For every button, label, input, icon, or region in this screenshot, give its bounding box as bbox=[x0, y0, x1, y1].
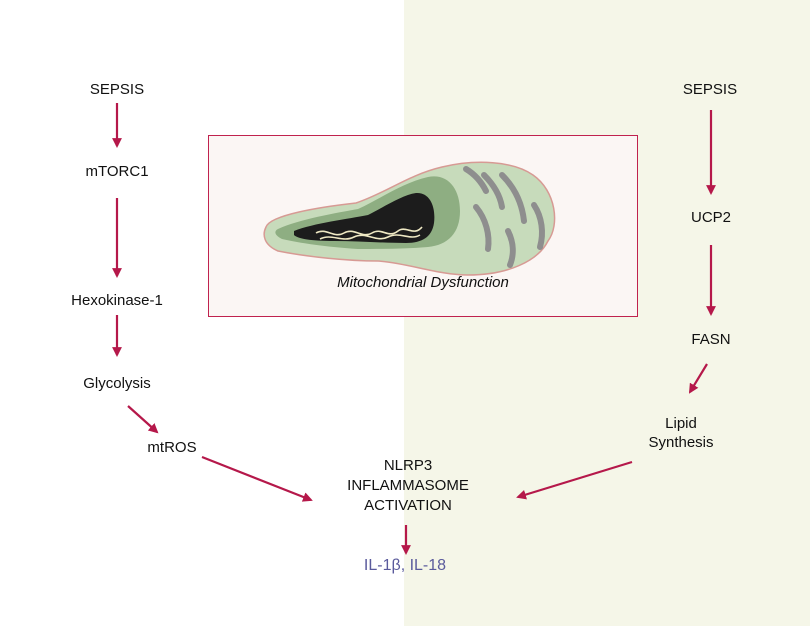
arrow-lipid-to-nlrp3 bbox=[516, 460, 633, 500]
arrow-glycolysis-to-mtros bbox=[127, 405, 159, 434]
ucp2-label: UCP2 bbox=[690, 209, 731, 226]
glycolysis-label: Glycolysis bbox=[83, 375, 151, 392]
arrow-fasn-to-lipid bbox=[688, 363, 708, 394]
mtorc1-label: mTORC1 bbox=[85, 163, 149, 180]
mtros-label: mtROS bbox=[147, 439, 197, 456]
nlrp3-line3: ACTIVATION bbox=[364, 497, 452, 514]
fasn-label: FASN bbox=[691, 331, 731, 348]
nlrp3-activation-label: NLRP3 INFLAMMASOME ACTIVATION bbox=[303, 456, 513, 516]
synthesis-label: Synthesis bbox=[648, 434, 714, 451]
nlrp3-line2: INFLAMMASOME bbox=[347, 477, 469, 494]
lipid-label: Lipid bbox=[665, 415, 697, 432]
il-output-label: IL-1β, IL-18 bbox=[363, 557, 447, 574]
mitochondrion-illustration bbox=[263, 161, 556, 276]
arrow-mtros-to-nlrp3 bbox=[201, 455, 313, 502]
mitochondrion-gray-cristae bbox=[463, 166, 545, 268]
mito-caption: Mitochondrial Dysfunction bbox=[337, 274, 509, 291]
left-sepsis-label: SEPSIS bbox=[89, 81, 145, 98]
nlrp3-line1: NLRP3 bbox=[383, 457, 433, 474]
hexokinase-label: Hexokinase-1 bbox=[71, 292, 163, 309]
mitochondrion-cristae bbox=[315, 226, 423, 240]
right-sepsis-label: SEPSIS bbox=[682, 81, 738, 98]
